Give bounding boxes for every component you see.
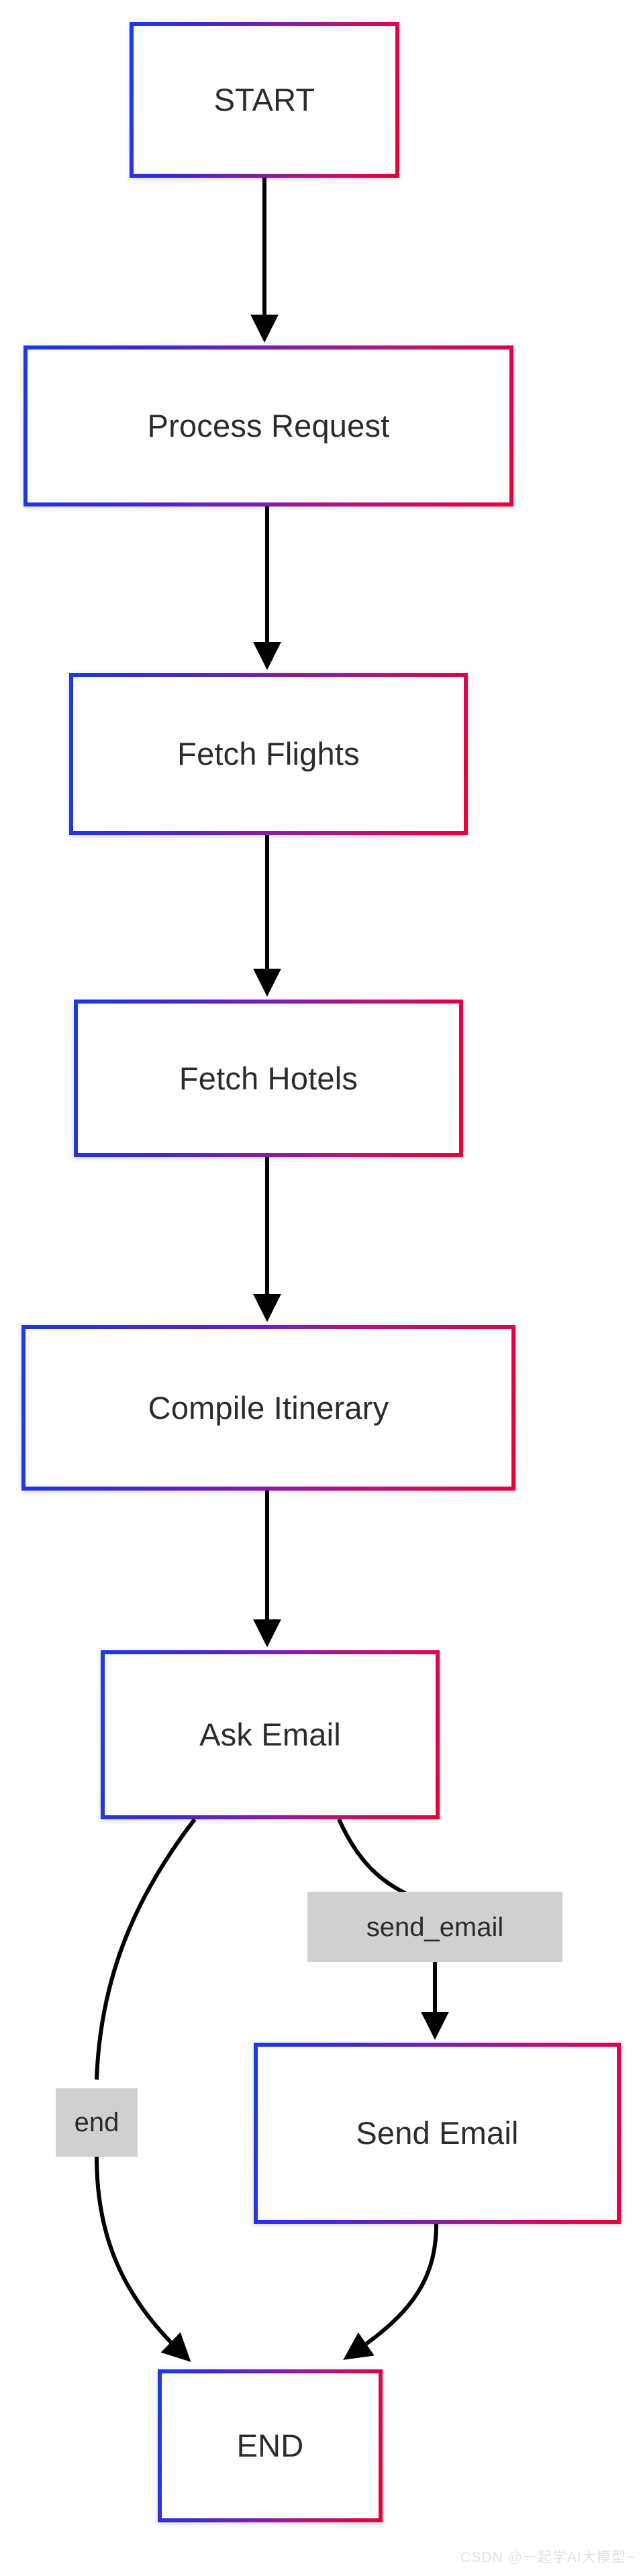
node-send-email-label: Send Email [356,2115,519,2151]
node-ask-email[interactable]: Ask Email [101,1650,440,1819]
node-process-request[interactable]: Process Request [23,345,513,506]
edge-ask-to-end-upper [95,1818,197,2080]
node-compile-itinerary-label: Compile Itinerary [148,1389,389,1426]
node-fetch-hotels[interactable]: Fetch Hotels [74,1000,463,1157]
watermark: CSDN @一起学AI大模型~ [460,2550,635,2565]
node-start-label: START [213,82,315,118]
node-end-label: END [236,2428,304,2464]
edge-label-send-email: send_email [307,1892,562,1962]
node-fetch-flights-label: Fetch Flights [177,736,360,772]
node-fetch-flights[interactable]: Fetch Flights [69,673,468,835]
node-end[interactable]: END [158,2369,383,2522]
node-fetch-hotels-label: Fetch Hotels [179,1060,358,1096]
edge-ask-to-end-lower [95,2156,191,2362]
edge-send-to-end [343,2223,438,2360]
edge-label-end: end [56,2088,138,2157]
node-compile-itinerary[interactable]: Compile Itinerary [21,1325,515,1491]
node-start[interactable]: START [130,22,399,178]
node-send-email[interactable]: Send Email [254,2043,621,2224]
edge-ask-to-send-upper [337,1818,414,1899]
node-ask-email-label: Ask Email [199,1717,341,1753]
node-process-request-label: Process Request [147,408,390,444]
